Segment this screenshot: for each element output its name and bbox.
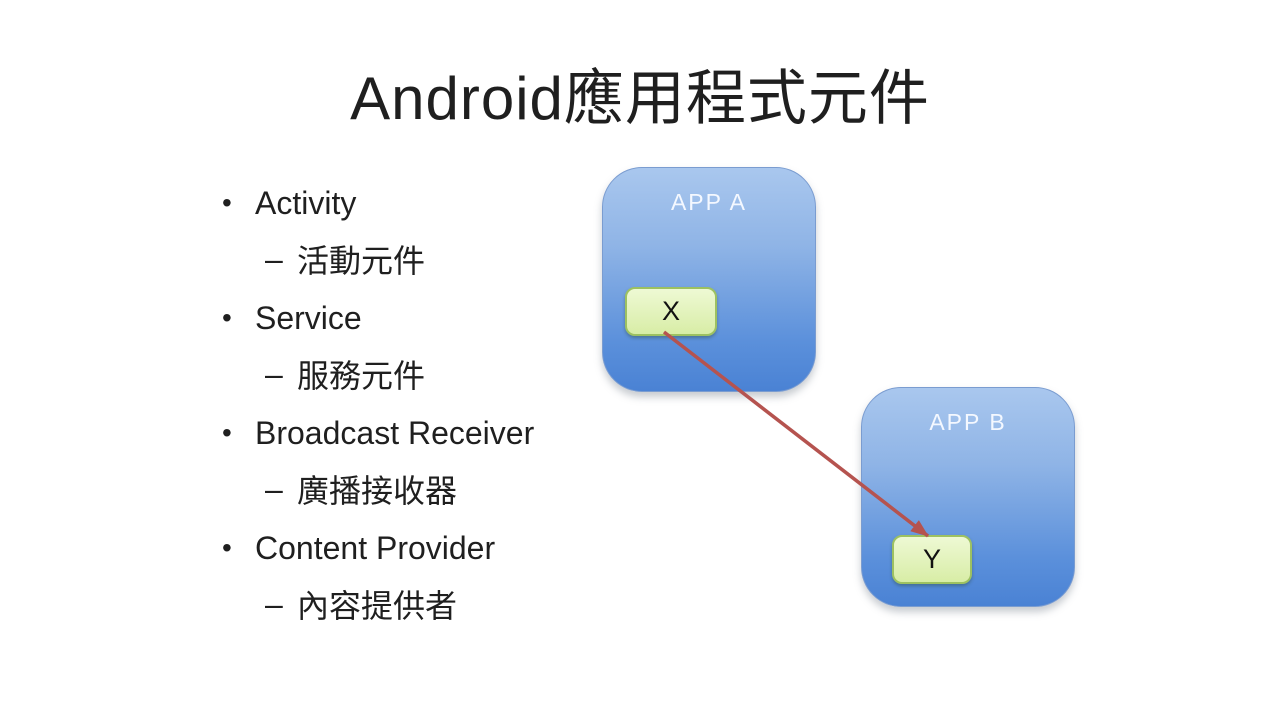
bullet-subitem-broadcast-receiver: – 廣播接收器 xyxy=(222,470,642,510)
bullet-label: Content Provider xyxy=(255,529,496,566)
dash-icon: – xyxy=(265,240,283,277)
bullet-subitem-activity: – 活動元件 xyxy=(222,240,642,280)
bullet-icon: • xyxy=(222,187,232,218)
dash-icon: – xyxy=(265,355,283,392)
bullet-sublabel: 廣播接收器 xyxy=(297,473,458,509)
bullet-item-activity: • Activity xyxy=(222,183,642,223)
bullet-item-content-provider: • Content Provider xyxy=(222,528,642,568)
bullet-sublabel: 內容提供者 xyxy=(297,588,458,624)
bullet-subitem-content-provider: – 內容提供者 xyxy=(222,585,642,625)
bullet-sublabel: 服務元件 xyxy=(297,358,426,394)
component-x-box: X xyxy=(625,287,717,336)
bullet-subitem-service: – 服務元件 xyxy=(222,355,642,395)
app-b-box: APP B Y xyxy=(861,387,1075,607)
component-y-box: Y xyxy=(892,535,972,584)
bullet-list: • Activity – 活動元件 • Service – 服務元件 • Bro… xyxy=(222,183,642,643)
bullet-icon: • xyxy=(222,532,232,563)
slide-title: Android應用程式元件 xyxy=(350,65,930,132)
bullet-icon: • xyxy=(222,302,232,333)
bullet-item-broadcast-receiver: • Broadcast Receiver xyxy=(222,413,642,453)
bullet-label: Activity xyxy=(255,184,357,221)
bullet-item-service: • Service xyxy=(222,298,642,338)
dash-icon: – xyxy=(265,470,283,507)
dash-icon: – xyxy=(265,585,283,622)
app-a-label: APP A xyxy=(670,189,748,215)
bullet-label: Broadcast Receiver xyxy=(255,414,535,451)
bullet-icon: • xyxy=(222,417,232,448)
bullet-sublabel: 活動元件 xyxy=(297,243,426,279)
app-a-box: APP A X xyxy=(602,167,816,392)
app-b-label: APP B xyxy=(929,409,1007,435)
bullet-label: Service xyxy=(255,299,362,336)
